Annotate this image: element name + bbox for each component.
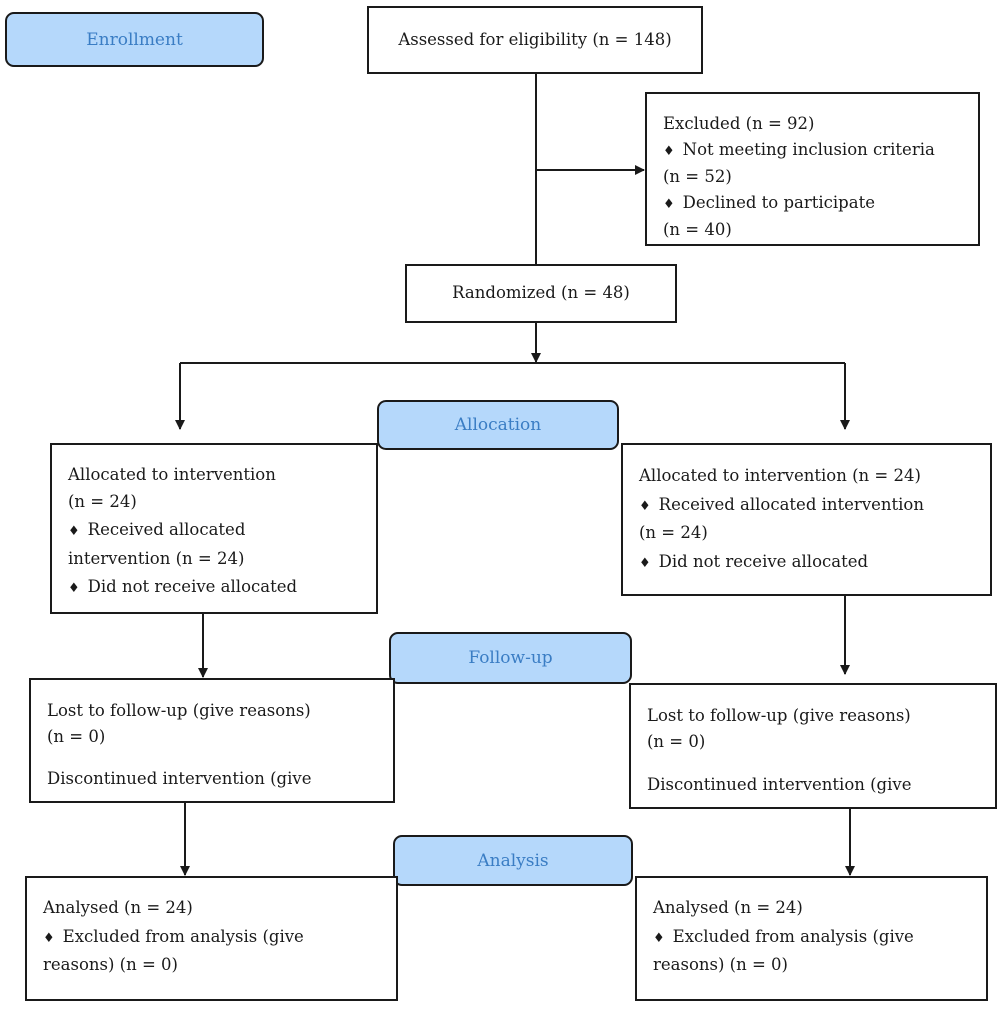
left-lost-count: (n = 0) [47,727,106,746]
right-allocated-line1: Allocated to intervention (n = 24) [639,466,921,485]
stage-analysis: Analysis [393,835,633,886]
assessed-text: Assessed for eligibility (n = 148) [398,29,672,49]
left-received-line1: ♦ Received allocated [68,520,246,539]
right-not-received: ♦ Did not receive allocated [639,552,869,571]
left-received-line2: intervention (n = 24) [68,549,245,568]
right-analysis-box: Analysed (n = 24) ♦ Excluded from analysi… [635,876,988,1001]
right-not-received-text: Did not receive allocated [658,552,869,571]
left-not-received-text: Did not receive allocated [87,577,298,596]
left-not-received: ♦ Did not receive allocated [68,577,298,596]
right-received-text: Received allocated intervention [658,495,924,514]
assessed-box: Assessed for eligibility (n = 148) [367,6,703,74]
excluded-title: Excluded (n = 92) [663,114,815,133]
excluded-declined-text: Declined to participate [682,193,875,212]
left-analysis-box: Analysed (n = 24) ♦ Excluded from analysi… [25,876,398,1001]
left-allocated-line1: Allocated to intervention [68,465,276,484]
left-allocation-box: Allocated to intervention (n = 24) ♦ Rece… [50,443,378,614]
left-lost-text: Lost to follow-up (give reasons) [47,701,311,720]
excluded-box: Excluded (n = 92) ♦ Not meeting inclusion… [645,92,980,246]
left-excluded-text: Excluded from analysis (give [62,927,304,946]
left-discontinued-text: Discontinued intervention (give [47,769,312,788]
right-allocation-box: Allocated to intervention (n = 24) ♦ Rece… [621,443,992,596]
randomized-box: Randomized (n = 48) [405,264,677,323]
right-excluded-line2: reasons) (n = 0) [653,955,788,974]
stage-enrollment: Enrollment [5,12,264,67]
right-discontinued-text: Discontinued intervention (give [647,775,912,794]
randomized-text: Randomized (n = 48) [452,283,630,303]
stage-analysis-label: Analysis [477,850,549,871]
right-lost-count: (n = 0) [647,732,706,751]
excluded-item-declined: ♦ Declined to participate [663,193,875,212]
right-analysed-text: Analysed (n = 24) [653,898,803,917]
diamond-bullet-icon: ♦ [68,581,80,596]
diamond-bullet-icon: ♦ [663,197,675,212]
right-excluded-text: Excluded from analysis (give [672,927,914,946]
stage-allocation: Allocation [377,400,619,450]
excluded-item-not-meeting: ♦ Not meeting inclusion criteria [663,140,935,159]
stage-followup: Follow-up [389,632,632,684]
diamond-bullet-icon: ♦ [43,931,55,946]
diamond-bullet-icon: ♦ [639,556,651,571]
diamond-bullet-icon: ♦ [639,499,651,514]
diamond-bullet-icon: ♦ [68,524,80,539]
left-excluded-line2: reasons) (n = 0) [43,955,178,974]
right-received-line2: (n = 24) [639,523,708,542]
right-lost-text: Lost to follow-up (give reasons) [647,706,911,725]
stage-allocation-label: Allocation [454,415,542,435]
stage-followup-label: Follow-up [468,648,553,668]
excluded-not-meeting-text: Not meeting inclusion criteria [682,140,935,159]
excluded-declined-count: (n = 40) [663,220,732,239]
excluded-not-meeting-count: (n = 52) [663,167,732,186]
left-analysed-text: Analysed (n = 24) [43,898,193,917]
diamond-bullet-icon: ♦ [663,144,675,159]
left-received-text: Received allocated [87,520,246,539]
right-received-line1: ♦ Received allocated intervention [639,495,924,514]
right-followup-box: Lost to follow-up (give reasons) (n = 0)… [629,683,997,809]
right-excluded-line1: ♦ Excluded from analysis (give [653,927,914,946]
stage-enrollment-label: Enrollment [86,29,183,50]
left-allocated-line2: (n = 24) [68,492,137,511]
diamond-bullet-icon: ♦ [653,931,665,946]
left-followup-box: Lost to follow-up (give reasons) (n = 0)… [29,678,395,803]
left-excluded-line1: ♦ Excluded from analysis (give [43,927,304,946]
